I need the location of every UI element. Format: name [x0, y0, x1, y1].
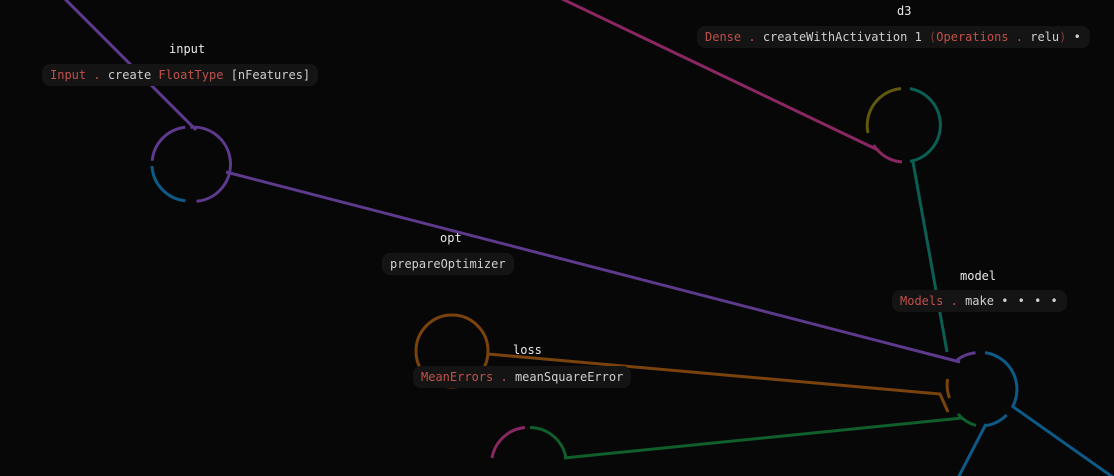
- model-type-token: Models: [900, 294, 944, 308]
- d3-fn-token: createWithActivation: [762, 30, 908, 44]
- input-node-port[interactable]: [150, 125, 233, 203]
- opt-fn-token: prepareOptimizer: [390, 257, 506, 271]
- d3-node-name: d3: [897, 4, 912, 18]
- d3-open-paren-token: (: [929, 30, 937, 44]
- input-fn-token: create: [107, 68, 152, 82]
- model-node-name: model: [960, 269, 997, 283]
- opt-node-name: opt: [440, 231, 462, 245]
- edge-green-to-model: [563, 416, 963, 460]
- d3-close-paren-token: ): [1059, 30, 1067, 44]
- d3-node-label[interactable]: Dense . createWithActivation 1 (Operatio…: [697, 26, 1090, 48]
- d3-operations-token: Operations: [936, 30, 1009, 44]
- model-node-port[interactable]: [945, 351, 1019, 427]
- bottom-node-port[interactable]: [490, 426, 568, 459]
- model-node-label[interactable]: Models . make • • • •: [892, 290, 1067, 312]
- edge-d3-to-model: [911, 161, 949, 353]
- loss-dot-token: .: [500, 370, 508, 384]
- edge-upstream-to-input: [63, 0, 198, 132]
- input-floattype-token: FloatType: [158, 68, 224, 82]
- d3-placeholder-dot[interactable]: •: [1073, 30, 1082, 44]
- d3-type-token: Dense: [705, 30, 742, 44]
- loss-fn-token: meanSquareError: [514, 370, 624, 384]
- model-fn-token: make: [965, 294, 994, 308]
- loss-node-label[interactable]: MeanErrors . meanSquareError: [413, 366, 632, 388]
- edge-loss-to-model: [487, 352, 950, 413]
- loss-node-name: loss: [513, 343, 542, 357]
- edge-input-to-model: [225, 170, 961, 364]
- edge-model-to-output-down: [957, 423, 988, 476]
- loss-type-token: MeanErrors: [421, 370, 494, 384]
- d3-dot2-token: .: [1015, 30, 1023, 44]
- edge-model-to-output-right: [1011, 404, 1114, 476]
- d3-num-token: 1: [914, 30, 922, 44]
- input-node-label[interactable]: Input . create FloatType [nFeatures]: [42, 64, 319, 86]
- d3-node-port[interactable]: [865, 87, 942, 164]
- input-dot-token: .: [93, 68, 101, 82]
- input-type-token: Input: [50, 68, 87, 82]
- input-arg-token: [nFeatures]: [230, 68, 311, 82]
- edge-upstream-to-d3: [560, 0, 879, 152]
- d3-relu-token: relu: [1030, 30, 1060, 44]
- model-placeholder-dots[interactable]: • • • •: [1001, 294, 1059, 308]
- model-dot-token: .: [950, 294, 958, 308]
- input-node-name: input: [169, 42, 206, 56]
- d3-dot-token: .: [748, 30, 756, 44]
- opt-node-label[interactable]: prepareOptimizer: [382, 253, 514, 275]
